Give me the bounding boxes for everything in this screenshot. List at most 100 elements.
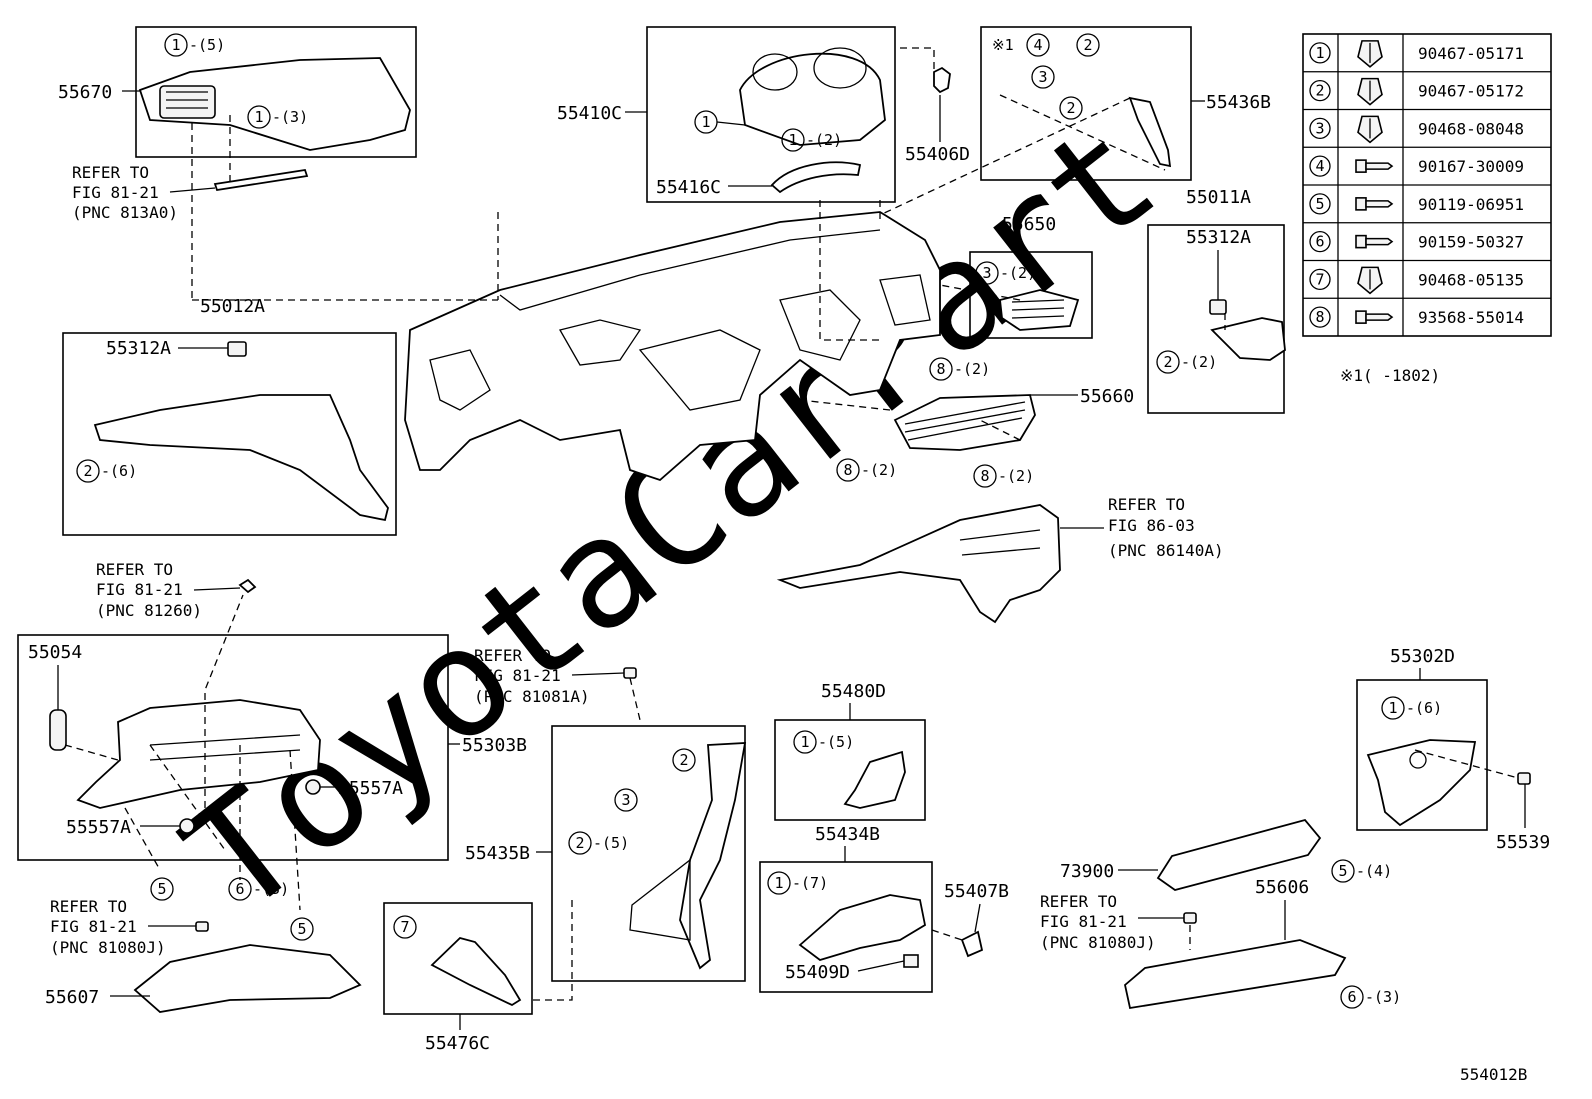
svg-text:REFER TO: REFER TO [474, 646, 551, 665]
callout: 3 [614, 788, 638, 812]
ref-81-21-81081A: REFER TO FIG 81-21 (PNC 81081A) [474, 646, 625, 706]
push-clip-icon [1357, 77, 1383, 106]
svg-text:-(4): -(4) [1356, 862, 1392, 880]
relation-lines [64, 47, 1519, 1001]
svg-text:-(2): -(2) [1000, 264, 1036, 282]
svg-text:3: 3 [1038, 68, 1047, 86]
svg-text:-(5): -(5) [189, 36, 225, 54]
svg-text:1: 1 [788, 131, 797, 149]
callout: ※1 4 [992, 33, 1050, 57]
callout: 6 -(3) [1340, 985, 1401, 1009]
callout: 5 -(4) [1331, 859, 1392, 883]
callout: 2 [672, 748, 696, 772]
spring-clip-icon [1357, 115, 1383, 144]
fastener-part-number: 90467-05172 [1418, 82, 1524, 101]
svg-text:-(2): -(2) [861, 461, 897, 479]
svg-text:REFER TO: REFER TO [1040, 892, 1117, 911]
svg-text:8: 8 [980, 467, 989, 485]
reference-labels: REFER TO FIG 81-21 (PNC 813A0) REFER TO … [50, 163, 1224, 957]
svg-text:3: 3 [982, 264, 991, 282]
callout: 2 [1076, 33, 1100, 57]
svg-text:5: 5 [297, 920, 306, 938]
svg-text:2: 2 [83, 462, 92, 480]
svg-text:2: 2 [1163, 353, 1172, 371]
callout: 2-(5) [568, 831, 629, 855]
push-clip-icon [1357, 40, 1383, 68]
callouts: 1-(5) 1-(3) 1 1-(2) ※1 4 2 3 2 3-(2) 2-(… [76, 33, 1442, 1009]
fastener-key: 1 [1315, 44, 1324, 62]
group-box-55303B [17, 634, 449, 861]
callout: 1-(7) [767, 871, 828, 895]
part-81080J-left [195, 921, 209, 932]
svg-text:REFER TO: REFER TO [1108, 495, 1185, 514]
svg-text:6: 6 [235, 880, 244, 898]
figure-id: 554012B [1460, 1065, 1527, 1084]
fastener-key: 7 [1315, 270, 1324, 288]
callout: 8-(2) [973, 464, 1034, 488]
part-73900-airbag [1156, 818, 1322, 891]
fastener-key: 4 [1315, 157, 1324, 175]
fastener-part-number: 90159-50327 [1418, 233, 1524, 252]
part-81081A-part [623, 667, 637, 679]
svg-text:(PNC 81080J): (PNC 81080J) [50, 938, 166, 957]
fastener-key: 3 [1315, 119, 1324, 137]
svg-text:-(5): -(5) [593, 834, 629, 852]
svg-text:(PNC 81260): (PNC 81260) [96, 601, 202, 620]
callout: 1-(3) [247, 105, 308, 129]
label-55416C: 55416C [656, 177, 721, 198]
fastener-key: 6 [1315, 233, 1324, 251]
svg-text:1: 1 [254, 108, 263, 126]
svg-text:5: 5 [1338, 862, 1347, 880]
part-55436B-side-cover [1128, 96, 1172, 168]
part-55409D-clip [903, 954, 919, 968]
svg-text:FIG 81-21: FIG 81-21 [96, 580, 183, 599]
part-55434B-cover [798, 894, 927, 961]
part-55303B-glove-box [76, 699, 321, 809]
svg-text:-(2): -(2) [954, 360, 990, 378]
label-55557A-right: 55557A [338, 778, 403, 799]
part-55410C-meter-hood [739, 47, 886, 146]
callout: 1-(2) [781, 128, 842, 152]
group-box-55410C [646, 26, 896, 203]
svg-text:-(6): -(6) [1406, 699, 1442, 717]
part-55312A-clip-left [227, 341, 247, 357]
svg-text:REFER TO: REFER TO [50, 897, 127, 916]
svg-text:-(3): -(3) [1365, 988, 1401, 1006]
svg-text:1: 1 [171, 36, 180, 54]
label-55406D: 55406D [905, 144, 970, 165]
part-81260-part [238, 578, 257, 594]
screw-icon [1355, 159, 1394, 173]
label-55312A-left: 55312A [106, 338, 171, 359]
group-box-55011A [1147, 224, 1285, 414]
svg-text:(PNC 81081A): (PNC 81081A) [474, 687, 590, 706]
callout: 1 [694, 110, 746, 134]
part-55416C-meter-cover [770, 161, 862, 194]
svg-text:※1: ※1 [992, 36, 1014, 54]
group-box-55476C [383, 902, 533, 1015]
label-55670: 55670 [58, 82, 112, 103]
svg-text:FIG 86-03: FIG 86-03 [1108, 516, 1195, 535]
part-55607-under-cover [133, 944, 362, 1013]
screw-icon [1355, 310, 1394, 324]
label-55660: 55660 [1080, 386, 1134, 407]
svg-text:1: 1 [701, 113, 710, 131]
svg-text:(PNC 813A0): (PNC 813A0) [72, 203, 178, 222]
callout: 2-(6) [76, 459, 137, 483]
svg-text:REFER TO: REFER TO [72, 163, 149, 182]
svg-text:-(5): -(5) [818, 733, 854, 751]
label-55312A-right: 55312A [1186, 227, 1251, 248]
svg-text:FIG 81-21: FIG 81-21 [1040, 912, 1127, 931]
part-86140A-center-bezel [776, 504, 1061, 624]
callout: 1 -(5) [164, 33, 225, 57]
svg-text:6: 6 [1347, 988, 1356, 1006]
label-55302D: 55302D [1390, 646, 1455, 667]
svg-text:FIG 81-21: FIG 81-21 [474, 666, 561, 685]
group-box-55434B [759, 861, 933, 993]
group-box-55436B [980, 26, 1192, 181]
label-55606: 55606 [1255, 877, 1309, 898]
label-55435B: 55435B [465, 843, 530, 864]
